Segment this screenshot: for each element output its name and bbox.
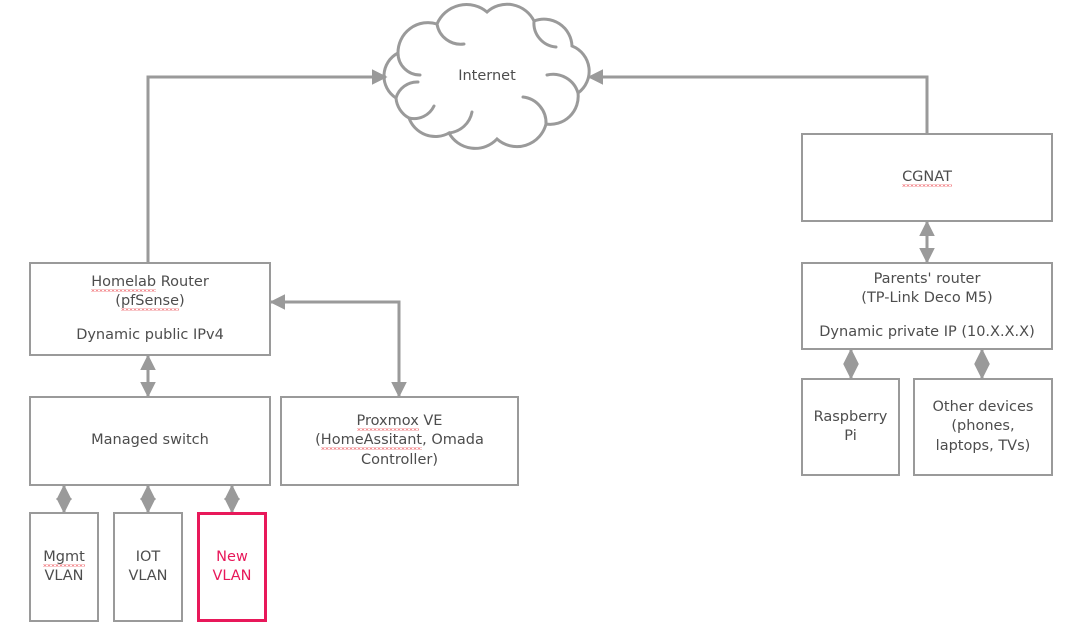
node-homelab-router[interactable]: Homelab Router (pfSense) Dynamic public … [29,262,271,356]
node-line: Raspberry [813,408,888,425]
node-line: Proxmox VE [356,413,443,430]
node-cgnat[interactable]: CGNAT [801,133,1053,222]
edge-cgnat-to-internet [587,69,929,133]
node-line: VLAN [212,568,252,584]
edge-homelab-router-to-proxmox [269,294,407,398]
spellcheck-text: HomeAssitant [320,432,423,449]
spellcheck-text: CGNAT [902,168,952,185]
node-line: Homelab Router [91,273,209,290]
spellcheck-text: Mgmt [43,548,85,565]
node-new-vlan[interactable]: New VLAN [197,512,267,622]
node-subtitle: Dynamic private IP (10.X.X.X) [819,324,1035,341]
node-parents-router[interactable]: Parents' router (TP-Link Deco M5) Dynami… [801,262,1053,350]
node-line: VLAN [128,568,168,584]
spellcheck-text: Proxmox [356,413,419,430]
node-line: (phones, [951,418,1015,435]
internet-cloud-label: Internet [458,68,516,84]
node-raspberry-pi[interactable]: Raspberry Pi [801,378,900,476]
node-line: New [216,548,248,565]
node-line: (TP-Link Deco M5) [861,289,993,306]
node-subtitle: Dynamic public IPv4 [76,327,224,344]
node-line: laptops, TVs) [935,437,1031,454]
node-line: CGNAT [902,168,952,187]
node-line: (pfSense) [115,292,185,309]
node-line: Pi [844,428,857,444]
edge-homelab-router-to-internet [146,69,388,262]
node-proxmox-ve[interactable]: Proxmox VE (HomeAssitant, Omada Controll… [280,396,519,486]
node-line: IOT [135,548,161,565]
node-other-devices[interactable]: Other devices (phones, laptops, TVs) [913,378,1053,476]
node-line: Mgmt [43,548,85,567]
node-line: Other devices [932,399,1034,416]
node-line: Controller) [361,451,438,468]
spellcheck-text: Homelab [91,273,157,290]
node-line: Parents' router [873,270,981,287]
node-line: Managed switch [91,432,209,449]
node-managed-switch[interactable]: Managed switch [29,396,271,486]
node-line: (HomeAssitant, Omada [315,432,484,449]
spellcheck-text: pfSense [120,292,180,309]
node-iot-vlan[interactable]: IOT VLAN [113,512,183,622]
node-mgmt-vlan[interactable]: Mgmt VLAN [29,512,99,622]
node-line: VLAN [44,568,84,584]
